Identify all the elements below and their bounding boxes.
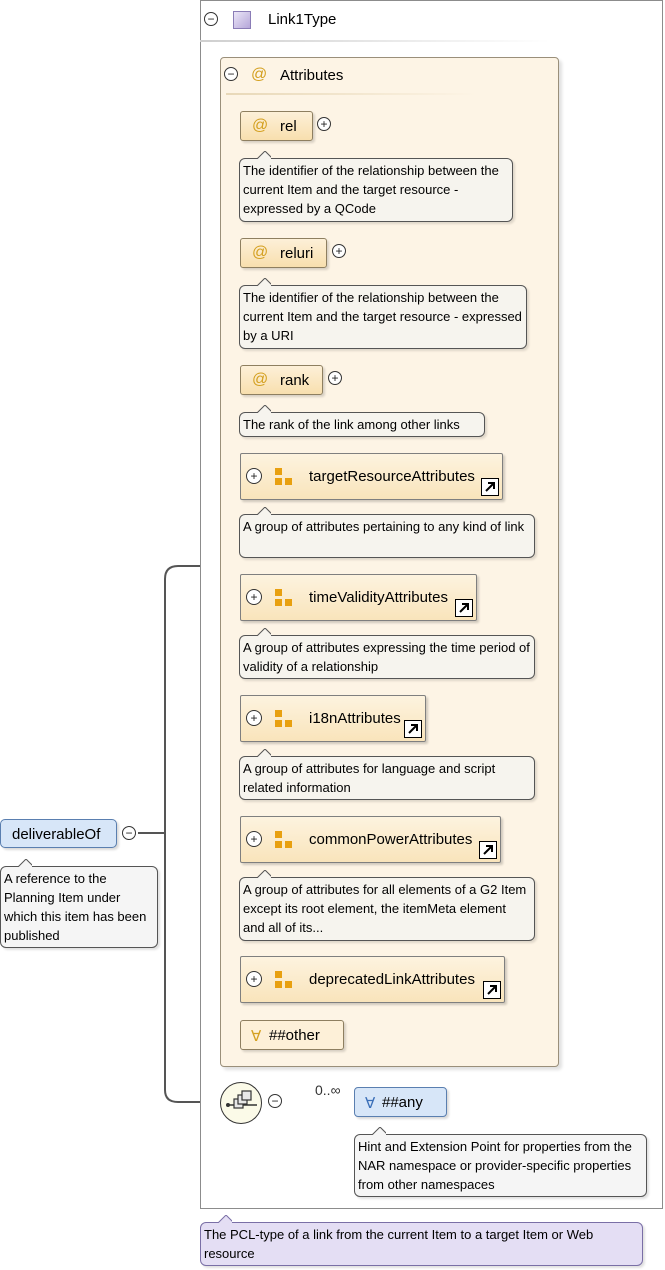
group-label: targetResourceAttributes (309, 468, 475, 485)
rel-note: The identifier of the relationship betwe… (239, 158, 513, 222)
expand-plus-icon[interactable]: + (246, 710, 262, 726)
link-arrow-icon[interactable] (404, 720, 422, 738)
note-pointer (257, 151, 271, 159)
group-label: i18nAttributes (309, 710, 401, 727)
expand-plus-icon[interactable]: + (246, 971, 262, 987)
rank-note: The rank of the link among other links (239, 412, 485, 437)
at-icon: @ (252, 244, 269, 261)
link-arrow-icon[interactable] (479, 841, 497, 859)
note-pointer (257, 870, 271, 878)
attribute-group-icon (275, 710, 292, 727)
group-label: deprecatedLinkAttributes (309, 971, 475, 988)
group-deprecatedLinkAttributes[interactable]: + deprecatedLinkAttributes (240, 956, 505, 1003)
link-arrow-icon[interactable] (483, 981, 501, 999)
group-timeValidityAttributes[interactable]: + timeValidityAttributes (240, 574, 477, 621)
attribute-group-icon (275, 831, 292, 848)
commonPowerAttributes-note: A group of attributes for all elements o… (239, 877, 535, 941)
timeValidityAttributes-note: A group of attributes expressing the tim… (239, 635, 535, 679)
attribute-group-icon (275, 468, 292, 485)
type-note: The PCL-type of a link from the current … (200, 1222, 643, 1266)
wildcard-icon: ∀ (251, 1028, 262, 1045)
type-header-separator (200, 40, 550, 42)
attribute-group-icon (275, 971, 292, 988)
attribute-reluri[interactable]: @ reluri (240, 238, 327, 268)
i18nAttributes-note: A group of attributes for language and s… (239, 756, 535, 800)
collapse-minus-icon[interactable]: − (268, 1094, 282, 1108)
expand-plus-icon[interactable]: + (246, 831, 262, 847)
group-targetResourceAttributes[interactable]: + targetResourceAttributes (240, 453, 503, 500)
group-label: timeValidityAttributes (309, 589, 448, 606)
expand-plus-icon[interactable]: + (332, 244, 346, 258)
note-pointer (372, 1127, 386, 1135)
attribute-rank[interactable]: @ rank (240, 365, 323, 395)
targetResourceAttributes-note: A group of attributes pertaining to any … (239, 514, 535, 558)
sequence-compositor-icon (226, 1090, 257, 1109)
note-pointer (218, 1215, 232, 1223)
attribute-label: rank (280, 372, 310, 389)
other-wildcard[interactable]: ∀ ##other (240, 1020, 344, 1050)
attributes-header-separator (226, 93, 476, 95)
group-i18nAttributes[interactable]: + i18nAttributes (240, 695, 426, 742)
attributes-at-icon: @ (251, 66, 268, 83)
attributes-title: Attributes (280, 67, 344, 84)
deliverableOf-note: A reference to the Planning Item under w… (0, 866, 158, 948)
any-note: Hint and Extension Point for properties … (354, 1134, 647, 1197)
expand-plus-icon[interactable]: + (246, 589, 262, 605)
reluri-note: The identifier of the relationship betwe… (239, 285, 527, 349)
attribute-label: rel (280, 118, 297, 135)
any-wildcard[interactable]: ∀ ##any (354, 1087, 447, 1117)
note-pointer (257, 507, 271, 515)
type-title: Link1Type (268, 11, 337, 28)
link-arrow-icon[interactable] (481, 478, 499, 496)
other-label: ##other (269, 1027, 320, 1044)
any-label: ##any (382, 1094, 423, 1111)
at-icon: @ (252, 371, 269, 388)
element-label: deliverableOf (12, 826, 101, 843)
expand-plus-icon[interactable]: + (246, 468, 262, 484)
element-deliverableOf[interactable]: deliverableOf (0, 819, 117, 848)
wildcard-icon: ∀ (365, 1095, 376, 1112)
note-pointer (18, 859, 32, 867)
any-cardinality: 0..∞ (315, 1082, 341, 1098)
expand-plus-icon[interactable]: + (317, 117, 331, 131)
collapse-minus-icon[interactable]: − (122, 826, 136, 840)
group-commonPowerAttributes[interactable]: + commonPowerAttributes (240, 816, 501, 863)
expand-plus-icon[interactable]: + (328, 371, 342, 385)
note-pointer (257, 278, 271, 286)
collapse-minus-icon[interactable]: − (204, 12, 218, 26)
note-pointer (257, 405, 271, 413)
note-pointer (257, 749, 271, 757)
attribute-rel[interactable]: @ rel (240, 111, 313, 141)
link-arrow-icon[interactable] (455, 599, 473, 617)
attribute-label: reluri (280, 245, 314, 262)
sequence-compositor[interactable] (220, 1082, 262, 1124)
at-icon: @ (252, 117, 269, 134)
complex-type-icon (233, 11, 251, 29)
collapse-minus-icon[interactable]: − (224, 67, 238, 81)
note-pointer (257, 628, 271, 636)
attribute-group-icon (275, 589, 292, 606)
group-label: commonPowerAttributes (309, 831, 473, 848)
